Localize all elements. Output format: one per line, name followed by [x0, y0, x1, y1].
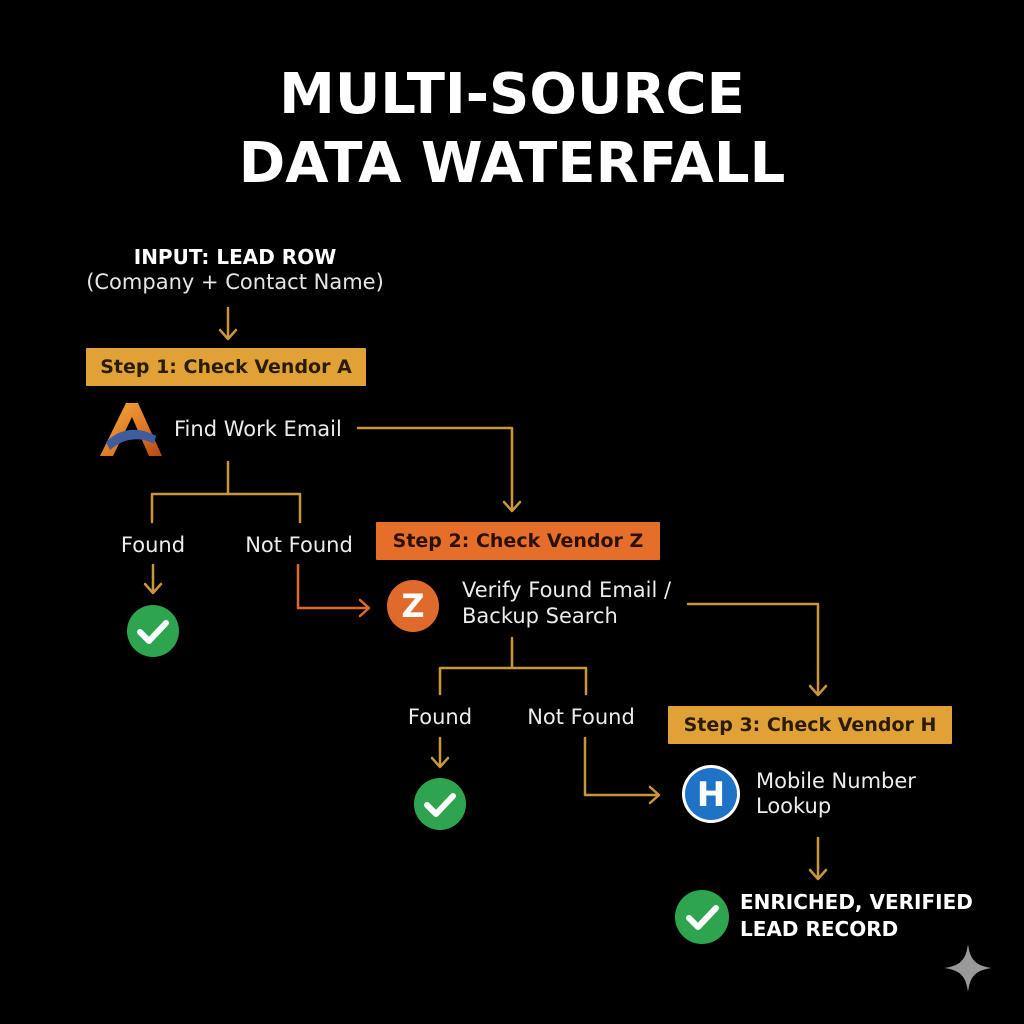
arrow-step2-to-step3	[686, 602, 820, 696]
arrow-head	[358, 598, 371, 618]
vendor-h-logo-icon: H	[682, 765, 740, 823]
page-title-line2: DATA WATERFALL	[238, 131, 786, 196]
step1-notfound-label: Not Found	[245, 533, 353, 557]
arrow-notfound-step2	[583, 736, 660, 797]
arrow-head	[502, 500, 522, 513]
arrow-head	[808, 684, 828, 697]
step2-label: Step 2: Check Vendor Z	[376, 522, 660, 560]
vendor-z-letter: Z	[401, 587, 424, 625]
branch-split-step2	[438, 636, 588, 696]
check-icon	[127, 605, 179, 657]
arrow-step1-to-step2	[356, 426, 514, 512]
step1-label: Step 1: Check Vendor A	[86, 348, 366, 386]
input-subtitle: (Company + Contact Name)	[86, 270, 384, 294]
arrow-head	[430, 756, 450, 769]
page-title-line1: MULTI-SOURCE	[279, 62, 745, 127]
arrow-head	[143, 582, 163, 595]
arrow-head	[808, 868, 828, 881]
step2-notfound-label: Not Found	[527, 705, 635, 729]
result-line1: ENRICHED, VERIFIED	[740, 890, 973, 914]
vendor-z-logo-icon: Z	[387, 580, 439, 632]
step2-task-line1: Verify Found Email /	[462, 578, 672, 602]
step1-found-label: Found	[120, 533, 186, 557]
step1-task: Find Work Email	[174, 417, 342, 441]
check-icon	[675, 890, 729, 944]
step3-task-line2: Lookup	[756, 794, 832, 818]
result-line2: LEAD RECORD	[740, 917, 899, 941]
step3-label: Step 3: Check Vendor H	[668, 706, 952, 744]
input-title: INPUT: LEAD ROW	[133, 245, 337, 269]
check-icon	[414, 778, 466, 830]
sparkle-icon	[944, 944, 992, 992]
step2-found-label: Found	[407, 705, 473, 729]
vendor-h-letter: H	[697, 775, 725, 815]
arrow-head	[648, 785, 661, 805]
step3-task-line1: Mobile Number	[756, 769, 916, 793]
arrow-head	[218, 328, 238, 341]
arrow-notfound-step1	[296, 563, 370, 610]
step2-task-line2: Backup Search	[462, 604, 618, 628]
vendor-a-logo-icon	[100, 403, 162, 456]
branch-split-step1	[150, 460, 302, 524]
